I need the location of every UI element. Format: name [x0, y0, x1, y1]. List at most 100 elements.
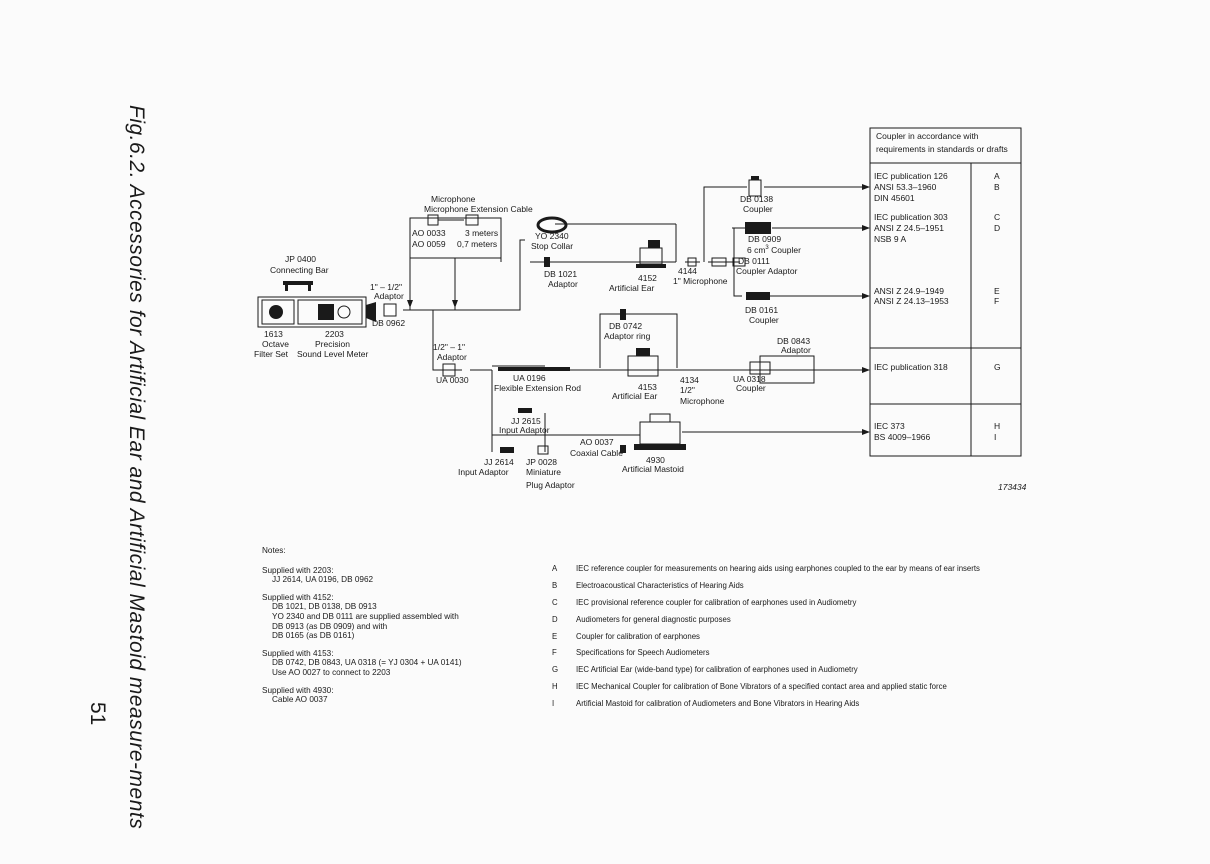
coax-cable-icon — [620, 445, 626, 453]
label-adaptor-ring: Adaptor ring — [604, 331, 651, 341]
note-title: Supplied with 4930: — [262, 685, 334, 695]
label-ua0318: UA 0318 — [733, 374, 766, 384]
label-flex-rod: Flexible Extension Rod — [494, 383, 581, 393]
label-ao0033: AO 0033 — [412, 228, 446, 238]
label-stop-collar: Stop Collar — [531, 241, 573, 251]
legend-text: Coupler for calibration of earphones — [576, 631, 700, 641]
note-line: YO 2340 and DB 0111 are supplied assembl… — [272, 611, 459, 621]
label-filter-set: Filter Set — [254, 349, 289, 359]
note-line: DB 0913 (as DB 0909) and with — [272, 621, 388, 631]
label-artificial-ear: Artificial Ear — [609, 283, 655, 293]
table-std-10: BS 4009–1966 — [874, 432, 931, 442]
label-4144: 4144 — [678, 266, 697, 276]
note-line: Cable AO 0037 — [272, 695, 328, 705]
label-artificial-mastoid: Artificial Mastoid — [622, 464, 684, 474]
table-header-2: requirements in standards or drafts — [876, 144, 1008, 154]
label-ua0196: UA 0196 — [513, 373, 546, 383]
legend-text: Artificial Mastoid for calibration of Au… — [576, 699, 860, 709]
extension-cable-icons — [427, 214, 479, 226]
table-std-2: DIN 45601 — [874, 193, 915, 203]
db0111-adaptor-icon — [732, 257, 746, 267]
notes-heading: Notes: — [262, 546, 286, 555]
jj2614-icon — [500, 445, 549, 455]
note-line: Use AO 0027 to connect to 2203 — [272, 667, 391, 677]
note-group: Supplied with 4153: DB 0742, DB 0843, UA… — [262, 649, 552, 678]
label-ext-cable: Microphone Extension Cable — [424, 204, 533, 214]
label-ao0059-len: 0,7 meters — [457, 239, 497, 249]
table-code-9: H — [994, 421, 1000, 431]
table-std-1: ANSI 53.3–1960 — [874, 182, 937, 192]
table-std-9: IEC 373 — [874, 421, 905, 431]
note-group: Supplied with 2203: JJ 2614, UA 0196, DB… — [262, 566, 552, 585]
label-octave: Octave — [262, 339, 289, 349]
label-ao0059: AO 0059 — [412, 239, 446, 249]
table-std-3: IEC publication 303 — [874, 212, 948, 222]
note-title: Supplied with 4153: — [262, 648, 334, 658]
note-line: DB 0742, DB 0843, UA 0318 (= YJ 0304 + U… — [272, 658, 462, 668]
flex-rod-icon — [498, 367, 570, 371]
label-db0843: DB 0843 — [777, 336, 810, 346]
adaptor-half-1-icon — [442, 363, 456, 377]
label-coupler-ua0318: Coupler — [736, 383, 766, 393]
legend-key: I — [552, 699, 555, 709]
label-ao0033-len: 3 meters — [465, 228, 498, 238]
label-2203: 2203 — [325, 329, 344, 339]
label-adaptor-db0843: Adaptor — [781, 345, 811, 355]
label-4152: 4152 — [638, 273, 657, 283]
label-yo2340: YO 2340 — [535, 231, 569, 241]
note-group: Supplied with 4152: DB 1021, DB 0138, DB… — [262, 593, 552, 641]
arrowheads — [407, 184, 870, 435]
label-db1021: DB 1021 — [544, 269, 577, 279]
legend-text: IEC provisional reference coupler for ca… — [576, 597, 857, 607]
label-4134: 4134 — [680, 375, 699, 385]
label-mic-1in: 1" Microphone — [673, 276, 728, 286]
label-microphone-4134: Microphone — [680, 396, 725, 406]
microphone-4144-icon — [687, 257, 727, 267]
table-std-5: NSB 9 A — [874, 234, 906, 244]
note-title: Supplied with 4152: — [262, 592, 334, 602]
label-connecting-bar: Connecting Bar — [270, 265, 329, 275]
db0138-coupler-icon — [748, 176, 762, 197]
note-title: Supplied with 2203: — [262, 565, 334, 575]
connection-lines — [403, 186, 862, 452]
label-db0742: DB 0742 — [609, 321, 642, 331]
label-input-adaptor-2615: Input Adaptor — [499, 425, 550, 435]
note-line: DB 0165 (as DB 0161) — [272, 631, 355, 641]
label-artificial-ear-4153: Artificial Ear — [612, 391, 658, 401]
standards-table: Coupler in accordance with requirements … — [869, 127, 1022, 457]
label-ua0030: UA 0030 — [436, 375, 469, 385]
legend-text: IEC reference coupler for measurements o… — [576, 564, 980, 573]
label-coupler-db0161: Coupler — [749, 315, 779, 325]
table-header-1: Coupler in accordance with — [876, 131, 979, 141]
label-db0161: DB 0161 — [745, 305, 778, 315]
table-code-1: B — [994, 182, 1000, 192]
label-db0909: DB 0909 — [748, 234, 781, 244]
table-std-0: IEC publication 126 — [874, 171, 948, 181]
label-coupler-adaptor: Coupler Adaptor — [736, 266, 798, 276]
legend-text: Electroacoustical Characteristics of Hea… — [576, 580, 744, 590]
label-db0138: DB 0138 — [740, 194, 773, 204]
label-microphone: Microphone — [431, 194, 476, 204]
label-jp0400: JP 0400 — [285, 254, 316, 264]
label-half-1: 1/2" – 1" — [433, 342, 465, 352]
legend-text: Specifications for Speech Audiometers — [576, 648, 710, 658]
sound-level-meter-icon — [257, 296, 376, 328]
label-adaptor-1-half: 1" – 1/2" — [370, 282, 402, 292]
label-db0962: DB 0962 — [372, 318, 405, 328]
jj2615-adaptor-icon — [518, 408, 532, 413]
label-ao0037: AO 0037 — [580, 437, 614, 447]
label-adaptor-word: Adaptor — [374, 291, 404, 301]
label-mic-half: 1/2" — [680, 385, 695, 395]
figure-ref: 173434 — [998, 482, 1027, 492]
label-4930: 4930 — [646, 455, 665, 465]
label-coupler-db0138: Coupler — [743, 204, 773, 214]
table-std-8: IEC publication 318 — [874, 362, 948, 372]
